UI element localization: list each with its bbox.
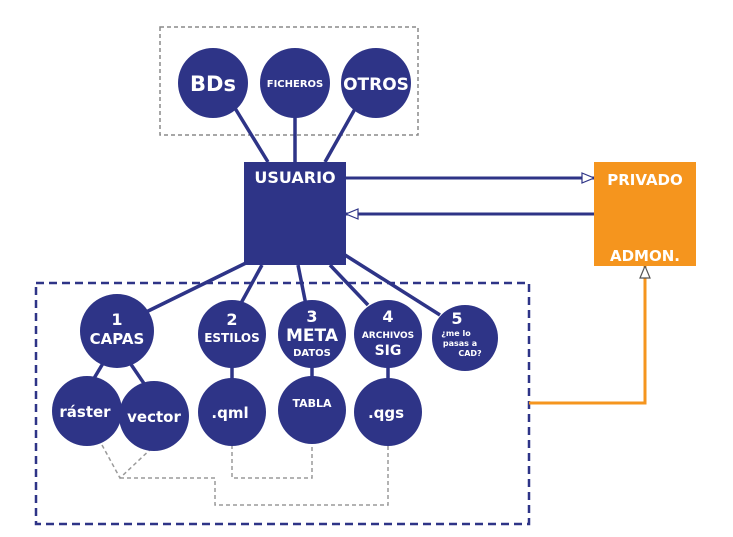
node-meta-label-2: DATOS	[293, 348, 331, 359]
node-raster-label: ráster	[59, 403, 111, 421]
node-usuario: USUARIO	[244, 162, 346, 265]
node-cad-line-1: ¿me lo	[441, 329, 471, 338]
node-qml: .qml	[198, 378, 266, 446]
node-cad: 5 ¿me lo pasas a CAD?	[432, 305, 498, 371]
node-qgs: .qgs	[354, 378, 422, 446]
node-archivos: 4 ARCHIVOS SIG	[354, 300, 422, 368]
edge-usuario-archivos	[328, 263, 370, 307]
node-usuario-label: USUARIO	[254, 168, 335, 187]
node-archivos-label-1: ARCHIVOS	[362, 331, 414, 341]
node-meta-number: 3	[306, 307, 317, 326]
node-estilos-number: 2	[226, 310, 237, 329]
top-group-box	[159, 26, 419, 136]
node-archivos-label-2: SIG	[375, 343, 402, 359]
edge-bds-usuario	[228, 99, 270, 163]
node-privado-label-1: PRIVADO	[607, 171, 683, 189]
node-capas: 1 CAPAS	[80, 294, 154, 368]
node-tabla: TABLA	[278, 376, 346, 444]
grey-link-group-qgs	[120, 445, 389, 506]
node-vector: vector	[119, 381, 189, 451]
node-bds-label: BDs	[190, 72, 236, 96]
node-meta: 3 META DATOS	[278, 300, 346, 368]
edge-usuario-meta	[296, 264, 308, 306]
node-ficheros-label: FICHEROS	[267, 79, 324, 90]
edge-usuario-cad	[344, 253, 441, 317]
grey-link-qml-tabla	[231, 445, 313, 479]
node-otros-label: OTROS	[343, 75, 409, 95]
edge-usuario-estilos	[238, 264, 264, 306]
node-estilos-label: ESTILOS	[204, 331, 260, 345]
node-cad-line-2: pasas a	[443, 339, 477, 348]
node-otros: OTROS	[341, 48, 411, 118]
node-archivos-number: 4	[382, 307, 393, 326]
node-privado-label-2: ADMON.	[610, 247, 680, 265]
node-tabla-label: TABLA	[292, 397, 332, 410]
node-bds: BDs	[178, 48, 248, 118]
node-cad-number: 5	[451, 309, 462, 328]
node-capas-label: CAPAS	[90, 330, 145, 348]
node-capas-number: 1	[111, 310, 122, 329]
node-qgs-label: .qgs	[368, 404, 404, 422]
node-ficheros: FICHEROS	[260, 48, 330, 118]
node-raster: ráster	[52, 376, 122, 446]
node-privado: PRIVADO ADMON.	[594, 162, 696, 266]
node-qml-label: .qml	[211, 404, 248, 422]
edge-usuario-capas	[139, 260, 249, 317]
orange-link-box-privado	[529, 266, 645, 405]
node-meta-label-1: META	[286, 326, 339, 346]
node-estilos: 2 ESTILOS	[198, 300, 266, 368]
node-cad-line-3: CAD?	[458, 349, 482, 358]
node-vector-label: vector	[127, 408, 181, 426]
